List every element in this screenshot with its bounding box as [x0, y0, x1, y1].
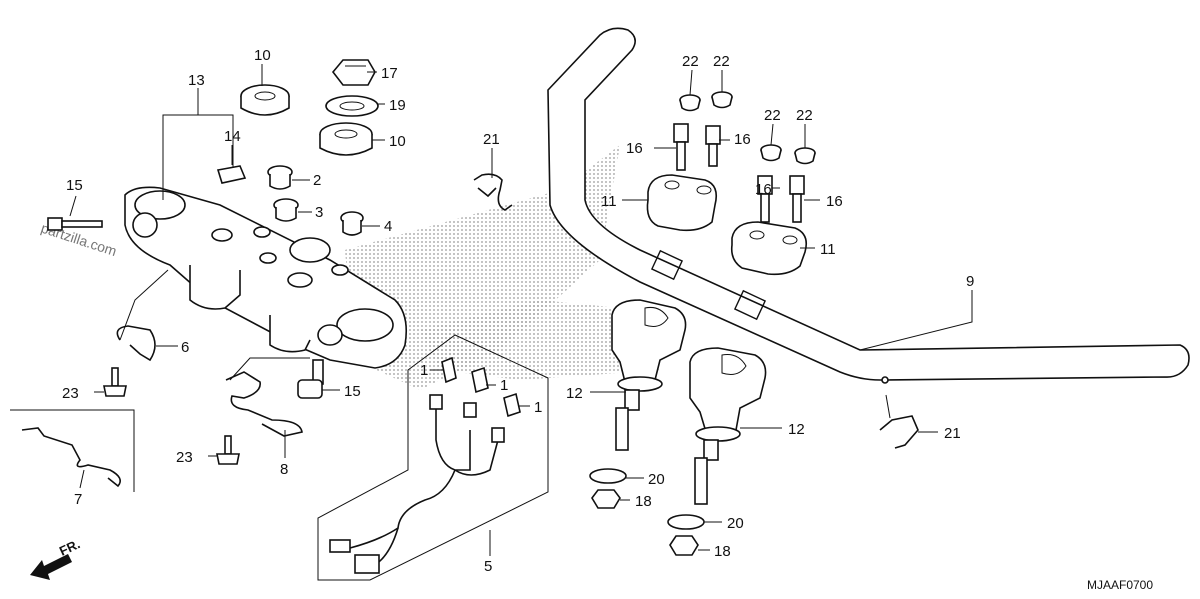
callout-1-b: 1	[500, 377, 508, 394]
callout-11-lower: 11	[820, 241, 836, 258]
grommet-part-3	[273, 198, 299, 222]
callout-14: 14	[224, 128, 241, 145]
nut-part-18-right	[669, 535, 699, 556]
callout-22-d: 22	[796, 107, 813, 124]
callout-22-a: 22	[682, 53, 699, 70]
callout-1-a: 1	[420, 362, 428, 379]
top-bridge-part-13	[124, 186, 408, 369]
callout-16-c: 16	[755, 181, 772, 198]
grommet-part-2	[267, 165, 293, 190]
callout-12-left: 12	[566, 385, 583, 402]
nut-part-18-left	[591, 489, 621, 509]
callout-16-d: 16	[826, 193, 843, 210]
bolt-part-16-a	[673, 123, 689, 171]
grommet-part-4	[340, 211, 364, 236]
bulb-socket-part-1-a	[441, 356, 457, 384]
callout-21-lower: 21	[944, 425, 961, 442]
bulb-socket-part-1-b	[471, 366, 489, 394]
diagram-code: MJAAF0700	[1087, 578, 1153, 592]
callout-21-upper: 21	[483, 131, 500, 148]
callout-20-left: 20	[648, 471, 665, 488]
bolt-part-15-left	[47, 217, 103, 231]
bolt-part-15-center	[297, 359, 324, 399]
bushing-part-10-lower	[319, 122, 373, 156]
bushing-part-10-upper	[240, 84, 290, 116]
callout-12-right: 12	[788, 421, 805, 438]
riser-part-12-left	[611, 299, 687, 451]
bolt-part-16-c	[757, 175, 773, 223]
callout-13: 13	[188, 72, 205, 89]
callout-23-lower: 23	[176, 449, 193, 466]
callout-15-left: 15	[66, 177, 83, 194]
washer-part-19	[325, 95, 379, 117]
callout-3: 3	[315, 204, 323, 221]
cap-part-22-b	[711, 91, 733, 109]
bulb-socket-part-1-c	[503, 392, 521, 418]
callout-19: 19	[389, 97, 406, 114]
callout-8: 8	[280, 461, 288, 478]
detail-box-7	[10, 409, 135, 492]
bolt-part-23-upper	[103, 367, 127, 397]
washer-part-20-right	[667, 514, 705, 530]
front-direction-arrow-icon: FR.	[30, 536, 82, 580]
callout-15-center: 15	[344, 383, 361, 400]
cap-part-22-a	[679, 94, 701, 112]
callout-9: 9	[966, 273, 974, 290]
wire-clip-part-8	[225, 371, 303, 437]
callout-16-a: 16	[626, 140, 643, 157]
halftone-area-center	[420, 300, 660, 380]
callout-1-c: 1	[534, 399, 542, 416]
wire-harness-part-5	[329, 394, 505, 574]
leader-lines	[69, 64, 973, 556]
handlebar-part-9	[547, 27, 1190, 384]
handlebar-holder-part-11-lower	[730, 221, 808, 276]
callout-23-upper: 23	[62, 385, 79, 402]
callout-17: 17	[381, 65, 398, 82]
callout-10-upper: 10	[254, 47, 271, 64]
callout-18-right: 18	[714, 543, 731, 560]
callout-18-left: 18	[635, 493, 652, 510]
bolt-part-16-b	[705, 125, 721, 167]
callout-4: 4	[384, 218, 392, 235]
callout-10-lower: 10	[389, 133, 406, 150]
callout-5: 5	[484, 558, 492, 575]
callout-7: 7	[74, 491, 82, 508]
washer-part-20-left	[589, 468, 627, 484]
cap-part-22-c	[760, 144, 782, 162]
callout-22-c: 22	[764, 107, 781, 124]
bolt-part-16-d	[789, 175, 805, 223]
callout-20-right: 20	[727, 515, 744, 532]
handlebar-holder-part-11-upper	[646, 174, 718, 232]
wire-clip-part-7	[21, 427, 121, 488]
direction-label: FR.	[57, 536, 82, 558]
harness-group-outline	[317, 334, 549, 581]
callout-11-upper: 11	[601, 193, 617, 210]
riser-part-12-right	[689, 347, 767, 505]
wire-clip-part-6	[116, 325, 156, 362]
plate-part-14	[216, 165, 247, 184]
clip-part-21-upper	[473, 173, 513, 211]
callout-2: 2	[313, 172, 321, 189]
callout-22-b: 22	[713, 53, 730, 70]
callout-6: 6	[181, 339, 189, 356]
cap-part-22-d	[794, 147, 816, 165]
bolt-part-23-lower	[216, 435, 240, 465]
clip-part-21-lower	[879, 415, 919, 449]
callout-16-b: 16	[734, 131, 751, 148]
